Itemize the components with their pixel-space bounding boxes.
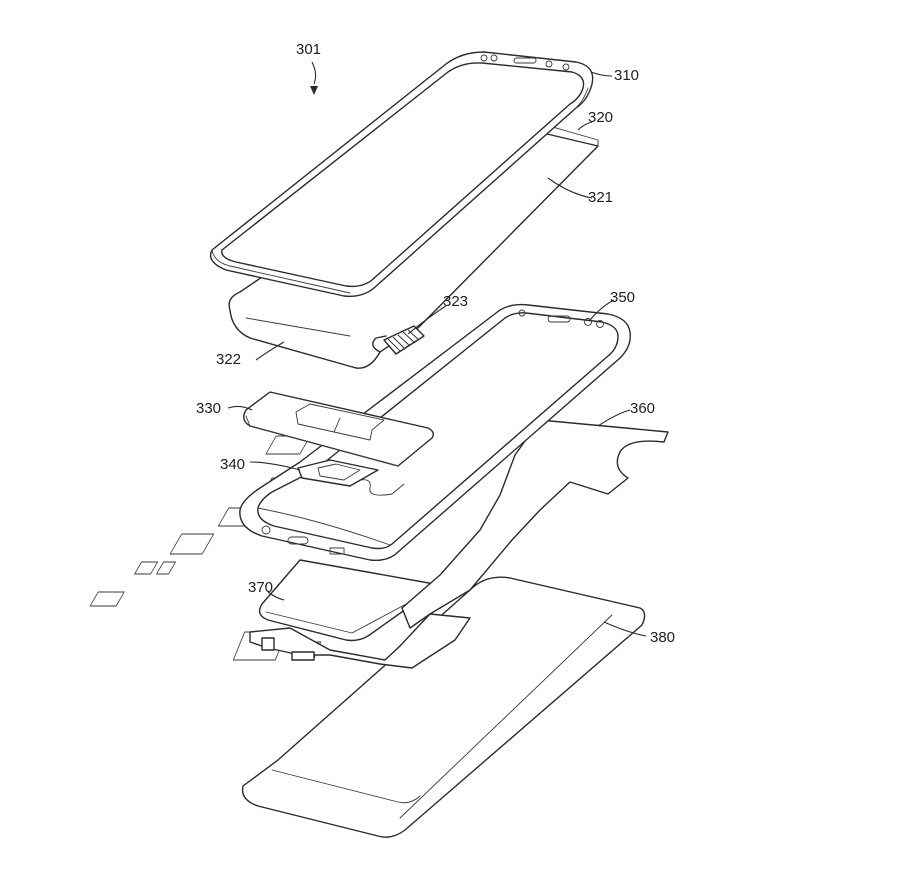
front-plate-310 — [209, 51, 594, 298]
rear-plate-380 — [232, 576, 646, 838]
label-330: 330 — [196, 400, 221, 417]
label-310: 310 — [614, 67, 639, 84]
pcb-360 — [89, 419, 669, 629]
label-320: 320 — [588, 109, 613, 126]
label-380: 380 — [650, 629, 675, 646]
label-350: 350 — [610, 289, 635, 306]
bracket-350 — [239, 303, 631, 562]
label-360: 360 — [630, 400, 655, 417]
label-322: 322 — [216, 351, 241, 368]
arrow-head-icon — [310, 86, 318, 95]
window-sheet-330 — [243, 391, 435, 467]
battery-370 — [249, 559, 471, 669]
sensor-340 — [297, 459, 379, 487]
label-301: 301 — [296, 41, 321, 58]
reference-labels: 301 310 320 321 322 323 350 330 360 340 … — [196, 41, 675, 646]
label-340: 340 — [220, 456, 245, 473]
label-321: 321 — [588, 189, 613, 206]
leader-lines — [227, 61, 647, 637]
label-323: 323 — [443, 293, 468, 310]
label-370: 370 — [248, 579, 273, 596]
